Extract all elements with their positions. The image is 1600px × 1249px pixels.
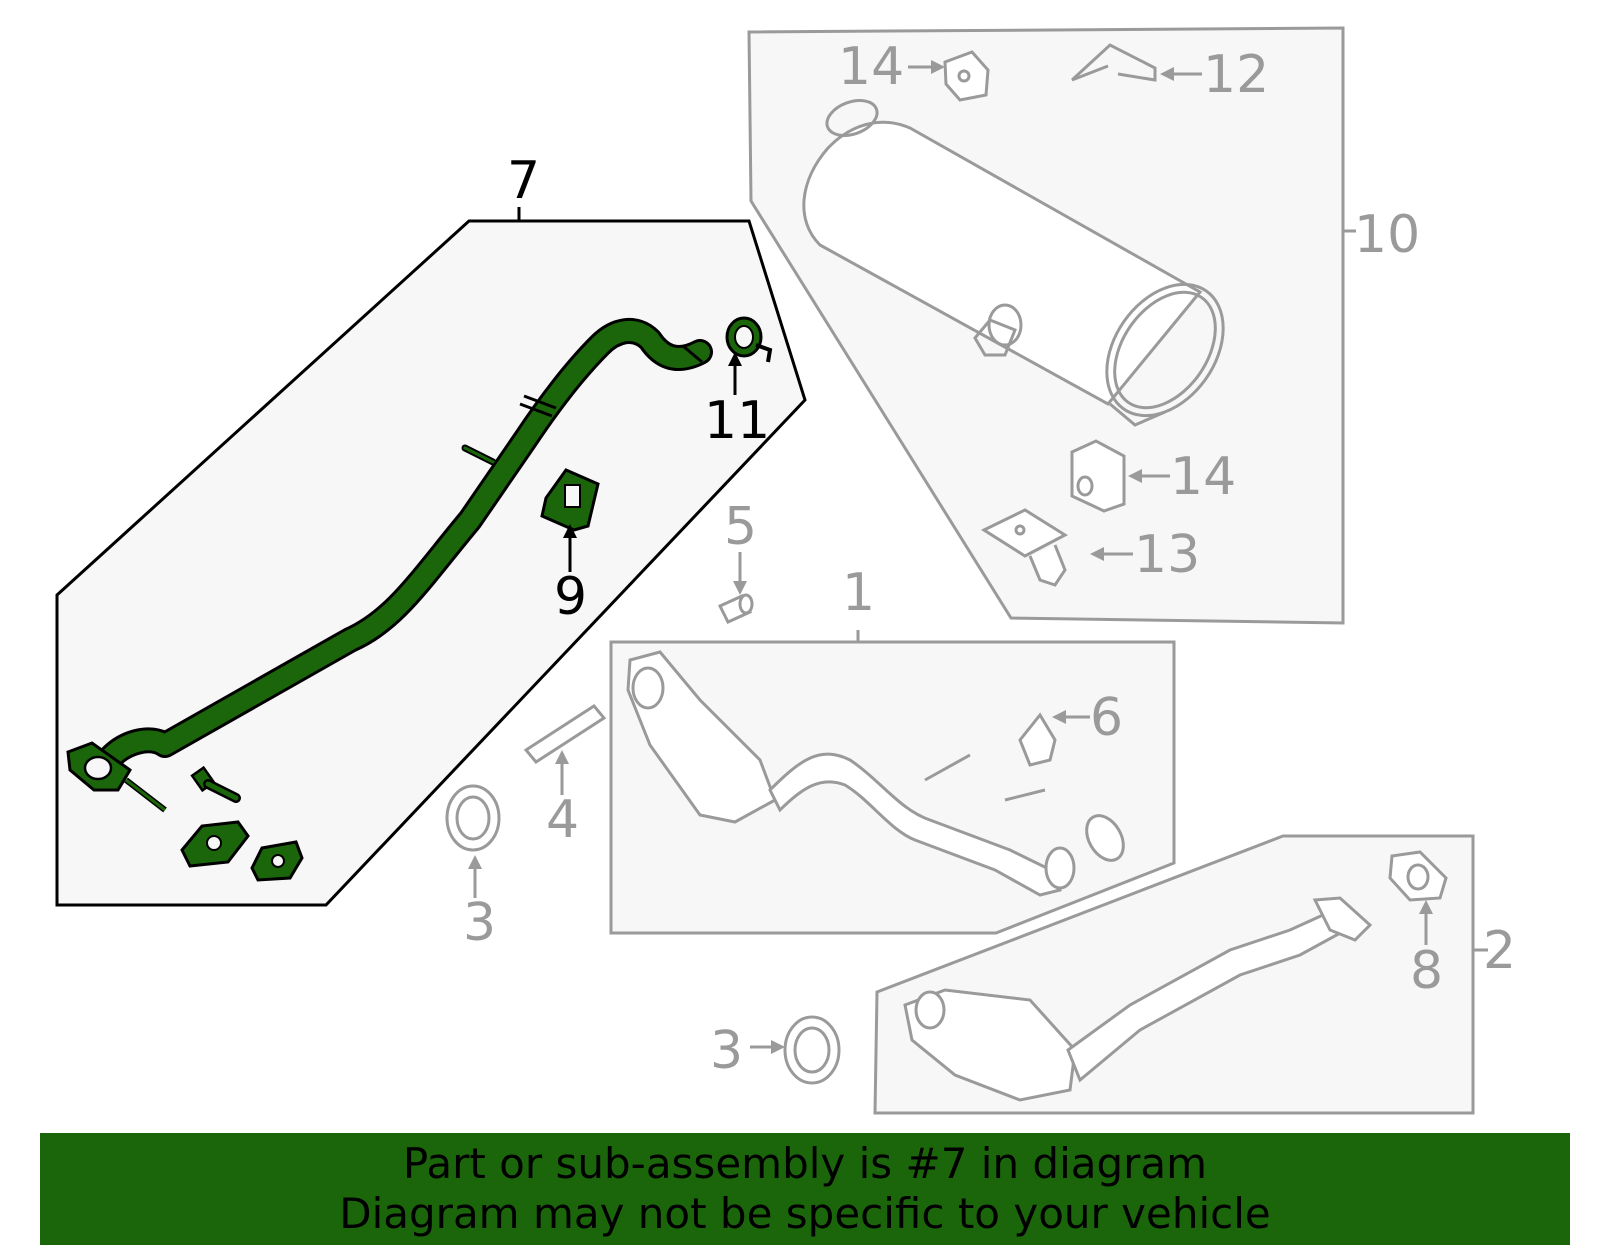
front-pipe-part[interactable] xyxy=(66,318,713,813)
converter-2-part[interactable] xyxy=(903,896,1373,1102)
muffler-part[interactable] xyxy=(802,94,1247,438)
callout-13[interactable]: 13 xyxy=(1134,525,1200,585)
hanger-9-part[interactable] xyxy=(540,468,600,532)
callout-14b[interactable]: 14 xyxy=(1170,447,1236,507)
nut-part[interactable] xyxy=(180,820,250,868)
arrow-12 xyxy=(1160,67,1202,81)
gasket-3a-part[interactable] xyxy=(445,784,501,852)
callout-5[interactable]: 5 xyxy=(724,497,757,557)
callout-1[interactable]: 1 xyxy=(842,563,875,623)
hanger-12-part[interactable] xyxy=(1070,43,1157,82)
converter-1-part[interactable] xyxy=(626,650,1131,897)
gasket-3b-part[interactable] xyxy=(783,1015,841,1085)
callout-12[interactable]: 12 xyxy=(1203,45,1269,105)
callout-7[interactable]: 7 xyxy=(507,151,540,211)
clamp-11-part[interactable] xyxy=(725,316,773,363)
arrow-3b xyxy=(750,1040,785,1054)
bushing-5-part[interactable] xyxy=(717,593,754,624)
bolt-part[interactable] xyxy=(190,765,241,803)
arrow-11 xyxy=(728,352,742,395)
nut-part-2[interactable] xyxy=(250,840,304,882)
arrow-3a xyxy=(468,855,482,898)
isolator-14b-part[interactable] xyxy=(1070,439,1126,513)
bracket-13-part[interactable] xyxy=(980,508,1069,587)
info-banner: Part or sub-assembly is #7 in diagram Di… xyxy=(40,1133,1570,1245)
banner-disclaimer-line: Diagram may not be specific to your vehi… xyxy=(339,1189,1271,1238)
callout-3b[interactable]: 3 xyxy=(710,1021,743,1081)
callout-11[interactable]: 11 xyxy=(704,391,770,451)
arrow-8 xyxy=(1419,900,1433,945)
arrow-9 xyxy=(563,524,577,572)
callout-6[interactable]: 6 xyxy=(1090,688,1123,748)
callout-2[interactable]: 2 xyxy=(1483,921,1516,981)
callout-9[interactable]: 9 xyxy=(554,567,587,627)
arrow-14a xyxy=(908,60,945,74)
callout-10[interactable]: 10 xyxy=(1354,205,1420,265)
callout-14a[interactable]: 14 xyxy=(838,37,904,97)
callout-4[interactable]: 4 xyxy=(546,790,579,850)
callout-3a[interactable]: 3 xyxy=(463,893,496,953)
arrow-4 xyxy=(555,750,569,795)
callout-8[interactable]: 8 xyxy=(1410,941,1443,1001)
banner-part-line: Part or sub-assembly is #7 in diagram xyxy=(402,1139,1208,1188)
isolator-14-part[interactable] xyxy=(943,50,990,102)
arrow-6 xyxy=(1052,710,1090,724)
arrow-14b xyxy=(1128,469,1170,483)
gasket-8-part[interactable] xyxy=(1388,850,1448,902)
pipe-4-part[interactable] xyxy=(523,704,607,764)
arrow-13 xyxy=(1090,547,1133,561)
arrow-5 xyxy=(733,552,747,595)
